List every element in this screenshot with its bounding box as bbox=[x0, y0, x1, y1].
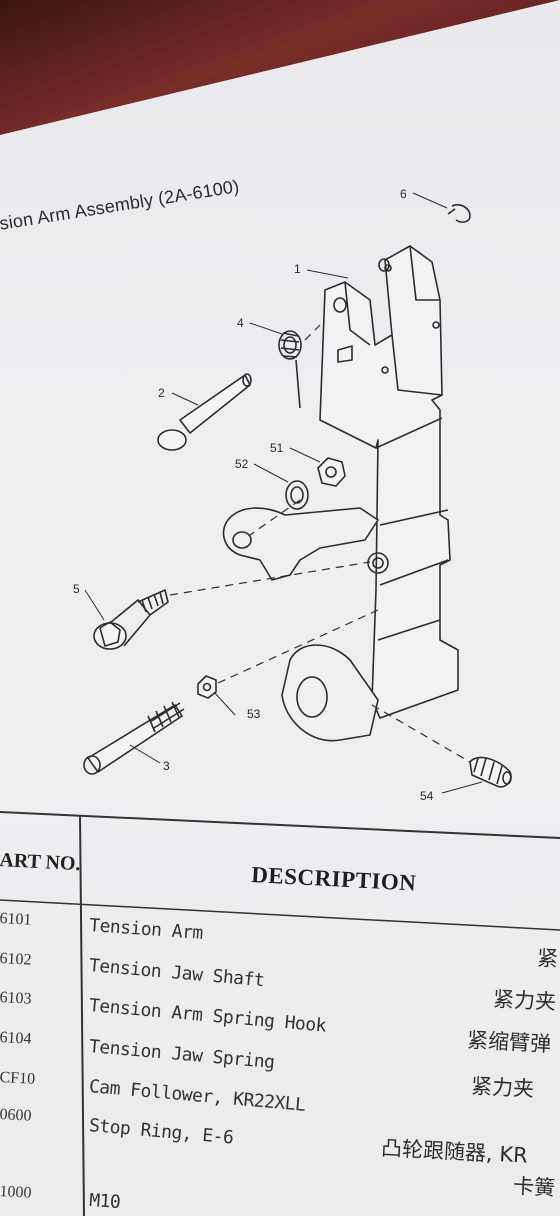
washer-part bbox=[285, 480, 309, 510]
callout-3: 3 bbox=[163, 759, 170, 773]
part-description-cn: 紧力夹 bbox=[470, 1073, 535, 1102]
cap-screw-part bbox=[93, 589, 169, 650]
set-screw-part bbox=[469, 756, 512, 788]
part-number: 6103 bbox=[0, 989, 32, 1008]
exploded-assembly-diagram: 6 1 4 2 51 52 5 53 3 54 bbox=[73, 187, 512, 803]
cam-lobe-part bbox=[281, 644, 379, 742]
pin-part bbox=[157, 373, 252, 451]
nut-part bbox=[317, 457, 346, 487]
shaft-part bbox=[83, 701, 185, 775]
part-number: 6104 bbox=[0, 1029, 32, 1048]
callout-1: 1 bbox=[294, 262, 301, 276]
callout-4: 4 bbox=[237, 316, 244, 330]
part-description: M10 bbox=[88, 1190, 121, 1214]
callout-54: 54 bbox=[420, 789, 434, 803]
part-number-header: ART NO. bbox=[0, 849, 82, 876]
callout-52: 52 bbox=[235, 457, 249, 471]
callout-51: 51 bbox=[270, 441, 284, 455]
callout-leaders bbox=[84, 192, 483, 794]
tension-arm-part bbox=[319, 245, 459, 719]
part-number: CF10 bbox=[0, 1069, 36, 1088]
assembly-dashed-lines bbox=[169, 324, 471, 763]
spring-part bbox=[278, 330, 302, 409]
part-description-cn: 紧 bbox=[536, 945, 559, 972]
part-description-cn: 卡簧 bbox=[512, 1173, 556, 1201]
part-number: 6102 bbox=[0, 950, 32, 969]
part-number: 6101 bbox=[0, 910, 32, 929]
callout-2: 2 bbox=[158, 386, 165, 400]
callout-53: 53 bbox=[247, 707, 261, 721]
part-number: 0600 bbox=[0, 1106, 32, 1125]
callout-6: 6 bbox=[400, 187, 407, 201]
part-description-cn: 紧力夹 bbox=[492, 986, 557, 1015]
callout-5: 5 bbox=[73, 582, 80, 596]
part-number: 1000 bbox=[0, 1183, 32, 1202]
part-description-cn: 紧缩臂弹 bbox=[466, 1027, 552, 1057]
small-nut-part bbox=[197, 675, 217, 699]
stop-ring-part bbox=[447, 203, 471, 223]
